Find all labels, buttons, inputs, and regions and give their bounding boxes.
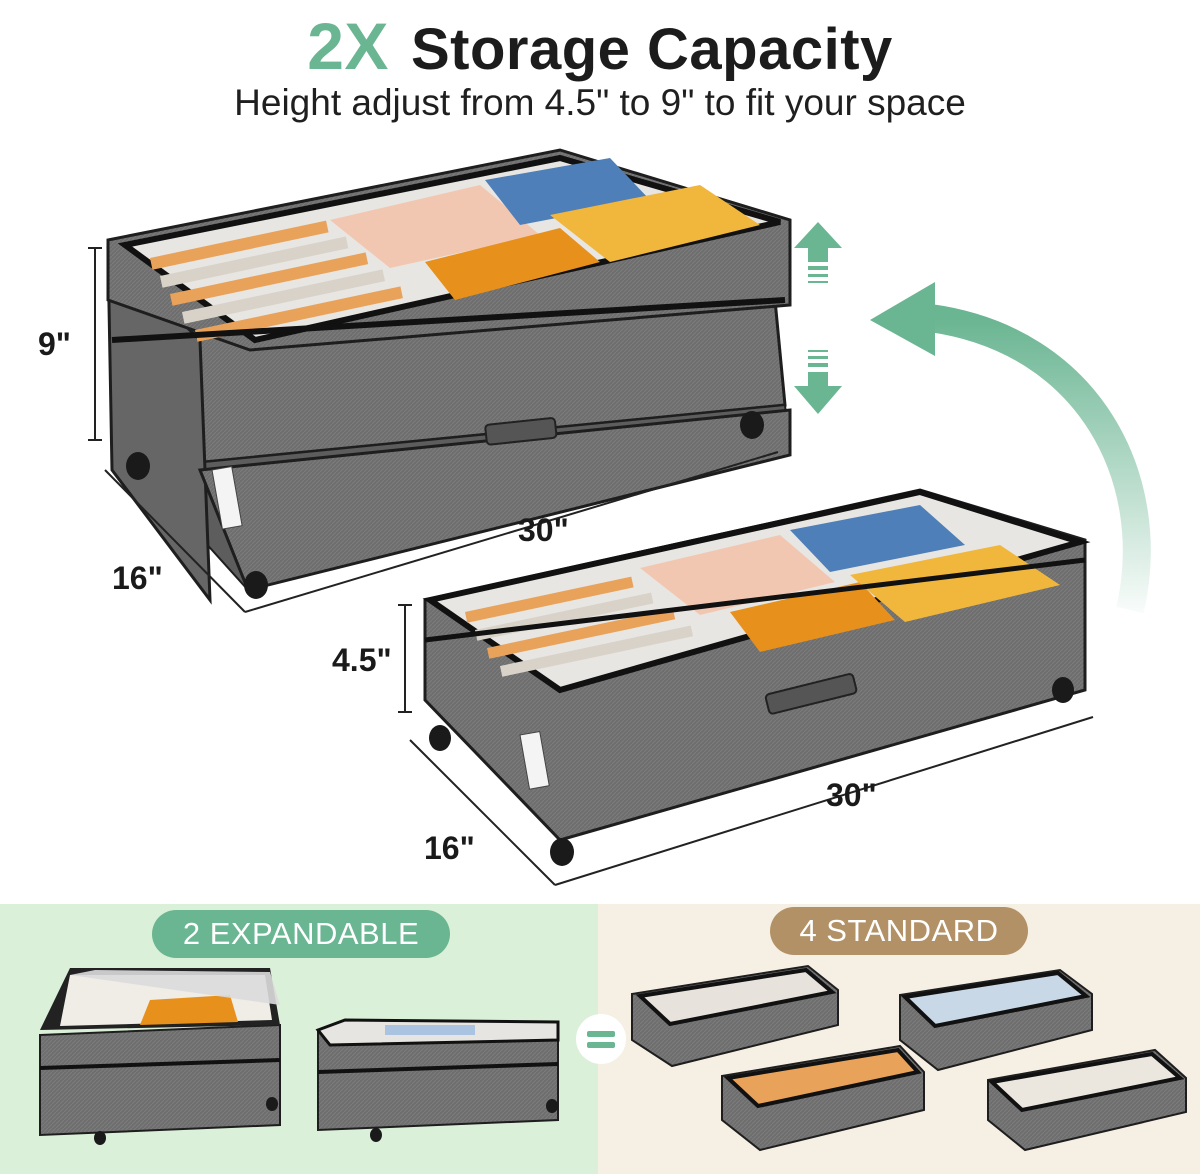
small-box-dimension-lines [398, 604, 1094, 886]
subheadline: Height adjust from 4.5" to 9" to fit you… [234, 82, 966, 123]
orange-sweater [425, 228, 600, 300]
arrow-down-icon [794, 350, 842, 414]
caster-wheel-icon [126, 411, 764, 599]
front-handle [484, 417, 558, 446]
yellow-shirt [550, 185, 760, 262]
headline-text: Storage Capacity [410, 17, 893, 82]
standard-thumbnails [631, 964, 1187, 1152]
blue-jeans [485, 158, 650, 225]
equals-icon [576, 1014, 626, 1064]
large-depth-label: 16" [112, 560, 163, 596]
label-card [211, 465, 243, 530]
folded-shirts-stack [150, 220, 403, 342]
small-height-label: 4.5" [332, 642, 392, 678]
pink-sweater [330, 185, 540, 268]
large-expanded-box [106, 148, 792, 605]
headline: 2X Storage Capacity [0, 8, 1200, 84]
small-length-label: 30" [826, 777, 877, 813]
arrow-up-icon [794, 222, 842, 283]
curved-arrow-icon [870, 282, 1151, 614]
headline-accent: 2X [307, 9, 389, 83]
expandable-badge: 2 EXPANDABLE [152, 910, 450, 958]
expandable-thumbnails [39, 968, 560, 1145]
small-depth-label: 16" [424, 830, 475, 866]
large-box-dimension-lines [88, 247, 779, 613]
folded-shirts-stack-small [465, 576, 694, 677]
large-height-label: 9" [38, 326, 71, 362]
standard-badge: 4 STANDARD [770, 907, 1028, 955]
small-box [422, 488, 1091, 866]
large-length-label: 30" [518, 512, 569, 548]
